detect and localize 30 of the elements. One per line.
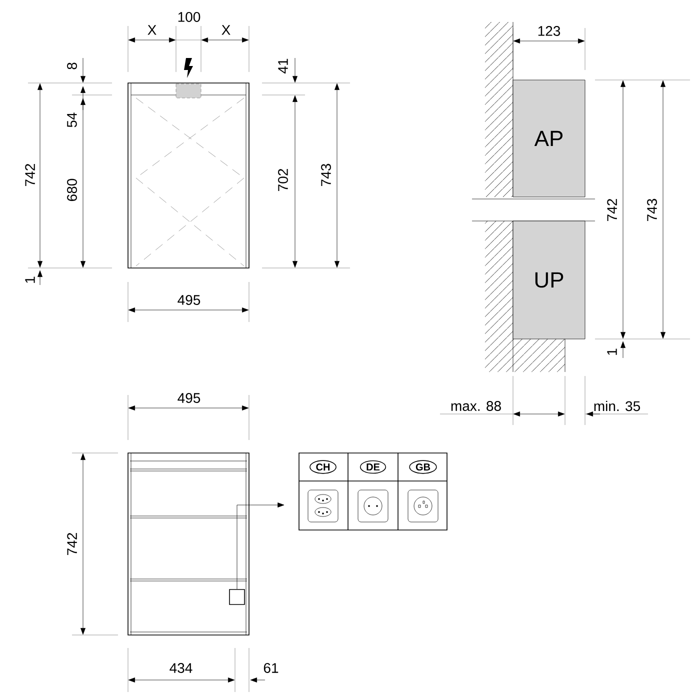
leader-line (236, 502, 284, 590)
dimension-label: 742 (607, 199, 617, 221)
dimension-label: min. 35 (594, 400, 640, 412)
dimension-label: 742 (25, 164, 35, 186)
socket-table (298, 452, 448, 530)
dimension-label: 742 (67, 533, 77, 555)
dimension-label: 123 (538, 26, 560, 36)
mounting-box: AP (512, 80, 586, 198)
dimension-label: X (148, 25, 156, 35)
dimension-label: max. 88 (451, 401, 501, 411)
dimension-label: 8 (67, 62, 77, 70)
dimension-label: 100 (178, 12, 200, 22)
country-badge: GB (409, 460, 437, 474)
country-badge: DE (360, 460, 386, 474)
dimension-label: 495 (178, 393, 200, 403)
dimension-label: 743 (647, 198, 657, 221)
dimension-label: 61 (264, 663, 278, 673)
dimension-label: 1 (607, 348, 617, 355)
dimension-label: 54 (67, 112, 77, 128)
dimension-label: 434 (170, 663, 192, 673)
dimension-label: 41 (278, 58, 288, 74)
socket-box (229, 589, 245, 605)
dimension-label: 495 (178, 295, 200, 305)
mounting-box: UP (512, 220, 586, 340)
dimension-label: 680 (67, 178, 77, 201)
dimension-label: 702 (278, 169, 288, 191)
dimension-label: X (222, 25, 230, 35)
country-badge: CH (310, 460, 336, 474)
dimension-label: 743 (321, 164, 331, 186)
dimension-label: 1 (25, 276, 35, 283)
